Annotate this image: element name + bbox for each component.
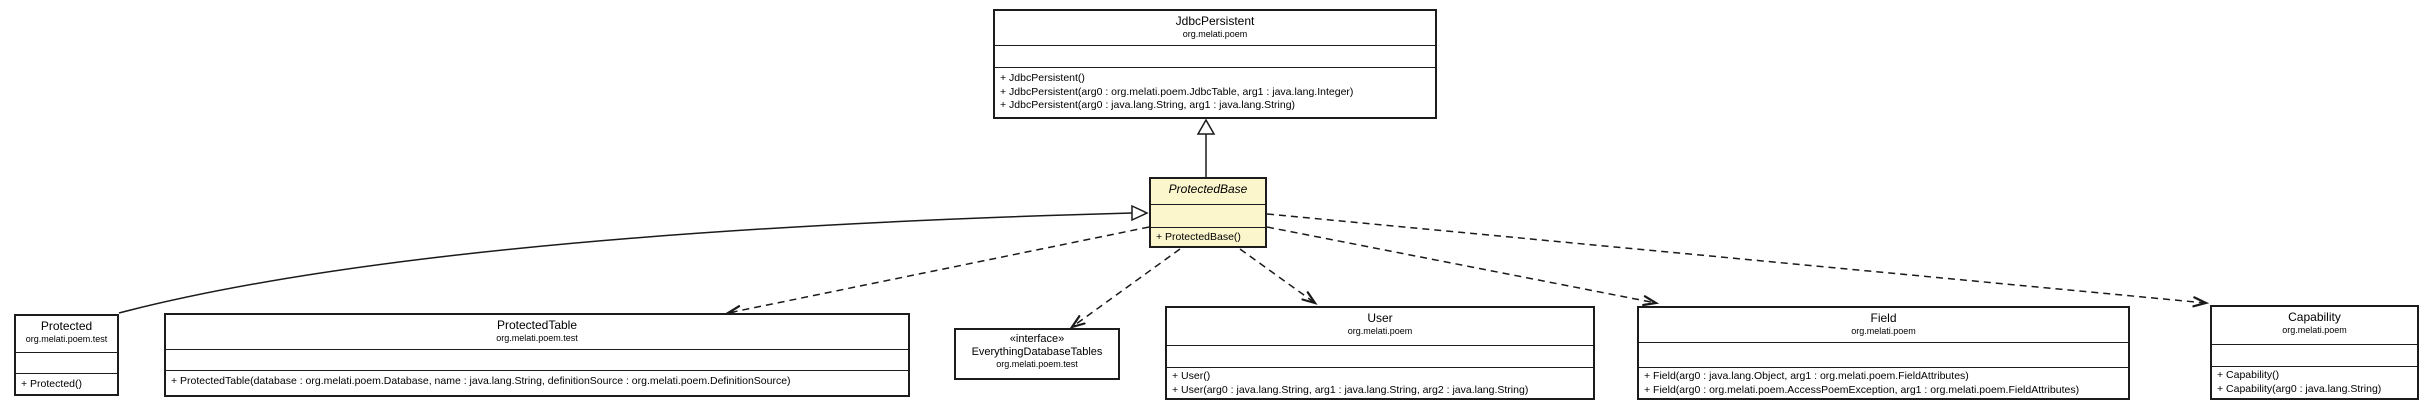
class-name: Protected [40,319,93,333]
class-title: «interface» EverythingDatabaseTables org… [956,330,1118,378]
method-label: + JdbcPersistent() [1000,72,1085,84]
class-package: org.melati.poem [1182,29,1248,39]
class-jdbcpersistent: JdbcPersistent org.melati.poem + JdbcPer… [993,9,1437,119]
class-capability: Capability org.melati.poem + Capability(… [2210,305,2419,400]
attributes-compartment [16,352,117,373]
class-package: org.melati.poem [1347,326,1413,336]
class-package: org.melati.poem.test [496,333,578,343]
class-stereotype: «interface» [1009,333,1065,345]
methods-compartment: + Capability() + Capability(arg0 : java.… [2212,366,2417,398]
generalization-protectedbase-to-jdbcpersistent [1196,118,1216,177]
dependency-protectedbase-to-everythingdatabasetables [1069,248,1181,329]
method-label: + User() [1172,370,1211,382]
class-package: org.melati.poem [1851,326,1916,336]
dependency-protectedbase-to-user [1239,248,1318,305]
class-protectedtable: ProtectedTable org.melati.poem.test + Pr… [164,313,910,397]
attributes-compartment [2212,344,2417,366]
generalization-protected-to-protectedbase [118,204,1149,314]
class-name: ProtectedTable [496,318,578,332]
class-name: JdbcPersistent [1175,14,1255,28]
method-label: + JdbcPersistent(arg0 : org.melati.poem.… [1000,85,1354,98]
class-name: Capability [2288,310,2341,324]
class-title: ProtectedTable org.melati.poem.test [166,315,908,349]
class-title: Protected org.melati.poem.test [16,316,117,352]
class-everythingdatabasetables: «interface» EverythingDatabaseTables org… [954,328,1120,380]
class-title: Capability org.melati.poem [2212,307,2417,344]
methods-compartment: + ProtectedTable(database : org.melati.p… [166,370,908,395]
class-package: org.melati.poem.test [25,334,108,344]
attributes-compartment [1151,204,1265,227]
attributes-compartment [1639,342,2128,367]
class-title: Field org.melati.poem [1639,308,2128,342]
class-name: Field [1870,311,1897,325]
dependency-protectedbase-to-capability [1266,213,2210,308]
class-field: Field org.melati.poem + Field(arg0 : jav… [1637,306,2130,400]
dependency-protectedbase-to-protectedtable [724,226,1150,316]
class-title: JdbcPersistent org.melati.poem [995,11,1435,45]
methods-compartment: + ProtectedBase() [1151,227,1265,246]
class-protectedbase: ProtectedBase + ProtectedBase() [1149,177,1267,248]
class-name: User [1367,311,1393,325]
method-label: + User(arg0 : java.lang.String, arg1 : j… [1172,383,1529,396]
class-package: org.melati.poem [2282,325,2347,335]
class-title: User org.melati.poem [1167,308,1593,345]
method-label: + ProtectedTable(database : org.melati.p… [171,375,791,387]
method-label: + Capability(arg0 : java.lang.String) [2217,382,2382,395]
attributes-compartment [995,45,1435,67]
class-user: User org.melati.poem + User() + User(arg… [1165,306,1595,400]
method-label: + Protected() [21,378,82,390]
class-name: EverythingDatabaseTables [971,346,1103,358]
methods-compartment: + JdbcPersistent() + JdbcPersistent(arg0… [995,67,1435,117]
attributes-compartment [1167,345,1593,367]
class-title: ProtectedBase [1151,179,1265,204]
dependency-protectedbase-to-field [1266,226,1660,307]
method-label: + Field(arg0 : org.melati.poem.AccessPoe… [1644,383,2080,396]
methods-compartment: + Protected() [16,373,117,394]
method-label: + Field(arg0 : java.lang.Object, arg1 : … [1644,370,1969,382]
methods-compartment: + Field(arg0 : java.lang.Object, arg1 : … [1639,367,2128,398]
class-protected: Protected org.melati.poem.test + Protect… [14,314,119,396]
method-label: + JdbcPersistent(arg0 : java.lang.String… [1000,99,1296,111]
class-name: ProtectedBase [1168,182,1248,196]
methods-compartment: + User() + User(arg0 : java.lang.String,… [1167,367,1593,398]
method-label: + ProtectedBase() [1156,231,1241,243]
method-label: + Capability() [2217,369,2280,381]
attributes-compartment [166,349,908,370]
class-package: org.melati.poem.test [996,359,1078,369]
